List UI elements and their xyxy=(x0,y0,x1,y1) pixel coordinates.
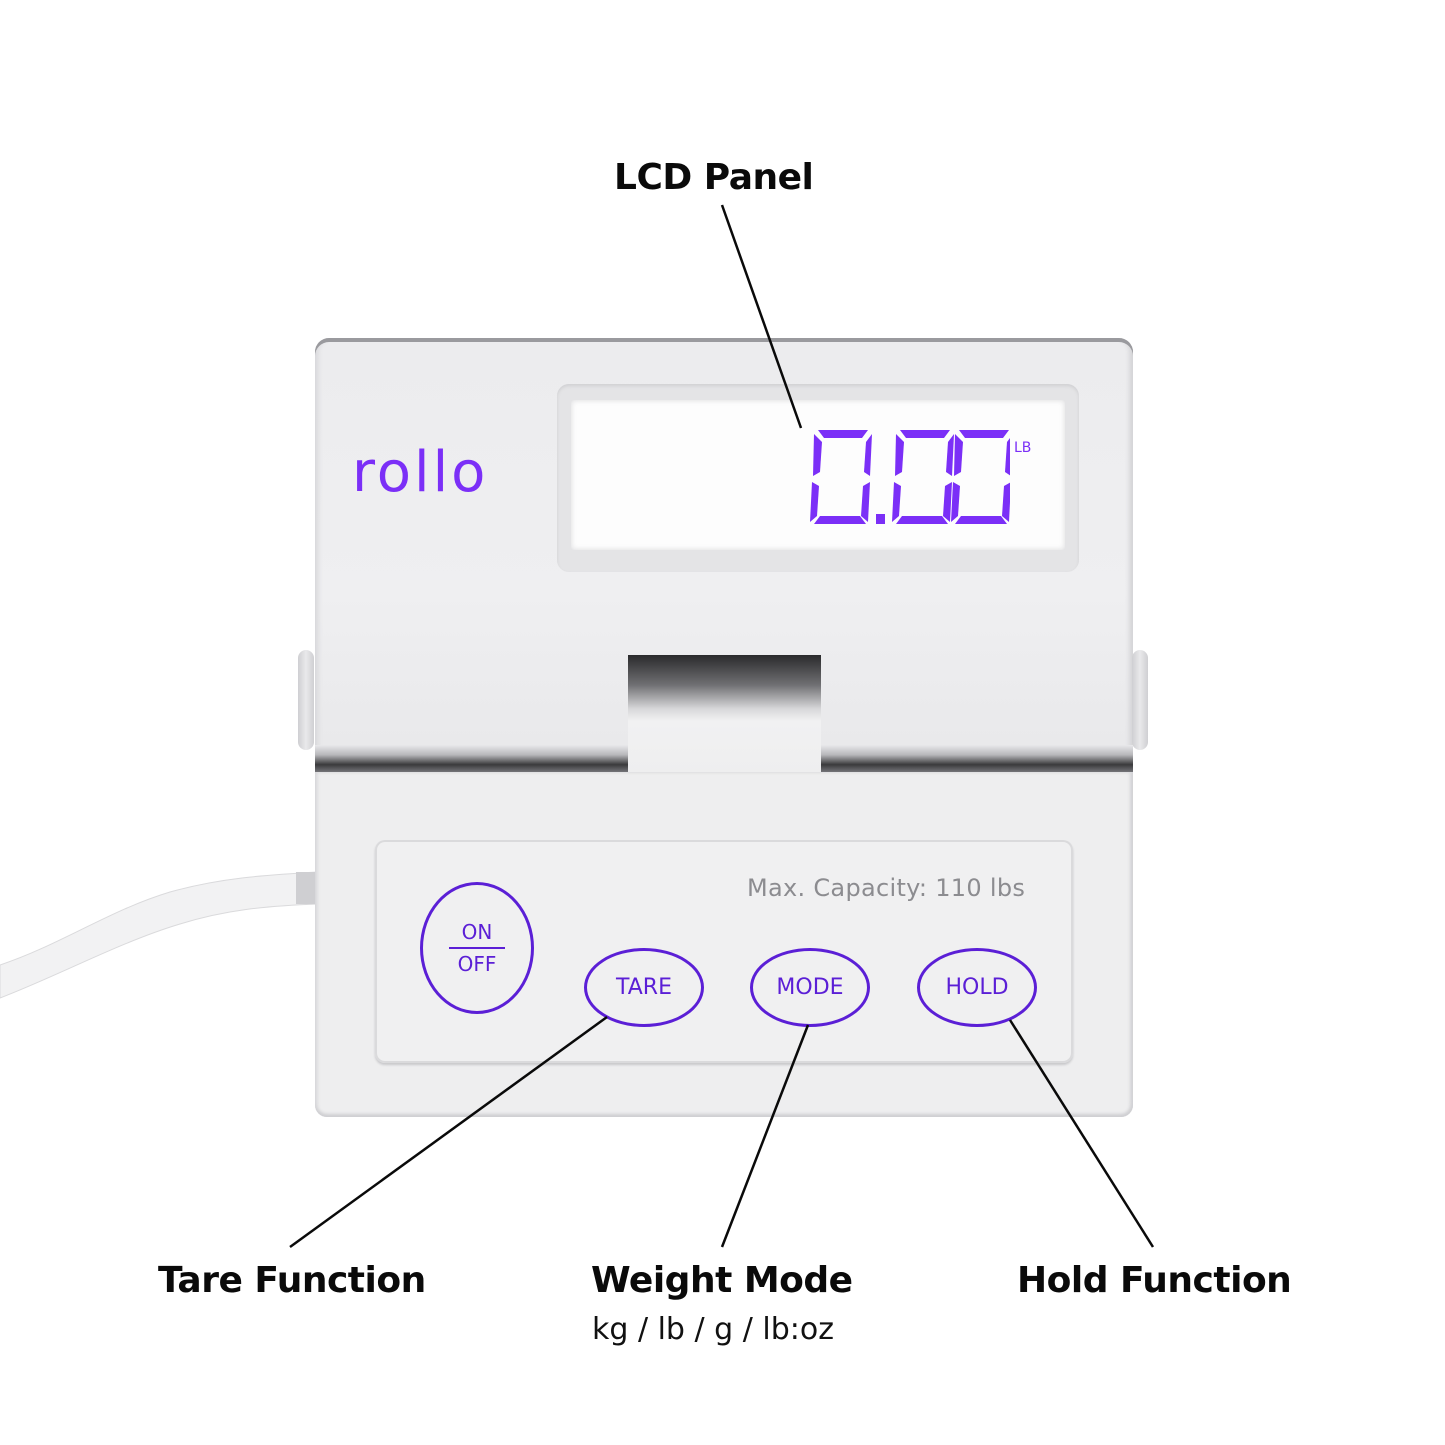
tare-button[interactable]: TARE xyxy=(584,948,704,1027)
callout-lcd-panel: LCD Panel xyxy=(614,157,814,198)
hinge-knob-left xyxy=(298,650,314,750)
lcd-unit-label: LB xyxy=(1014,440,1032,456)
power-cable xyxy=(0,871,319,999)
hold-button[interactable]: HOLD xyxy=(917,948,1037,1027)
max-capacity-label: Max. Capacity: 110 lbs xyxy=(747,874,1026,902)
lcd-reading: 0.00 xyxy=(810,428,1013,533)
mode-button[interactable]: MODE xyxy=(750,948,870,1027)
lcd-panel xyxy=(571,400,1065,550)
callout-weight-mode-units: kg / lb / g / lb:oz xyxy=(592,1312,834,1347)
on-off-button[interactable]: ON OFF xyxy=(420,882,534,1014)
callout-weight-mode: Weight Mode xyxy=(591,1260,853,1301)
hinge-slot xyxy=(628,655,821,775)
callout-hold-function: Hold Function xyxy=(1017,1260,1292,1301)
hinge-knob-right xyxy=(1132,650,1148,750)
on-off-divider xyxy=(449,947,505,949)
on-label: ON xyxy=(461,920,493,944)
callout-tare-function: Tare Function xyxy=(158,1260,426,1301)
brand-logo: rollo xyxy=(352,440,489,505)
off-label: OFF xyxy=(457,952,497,976)
